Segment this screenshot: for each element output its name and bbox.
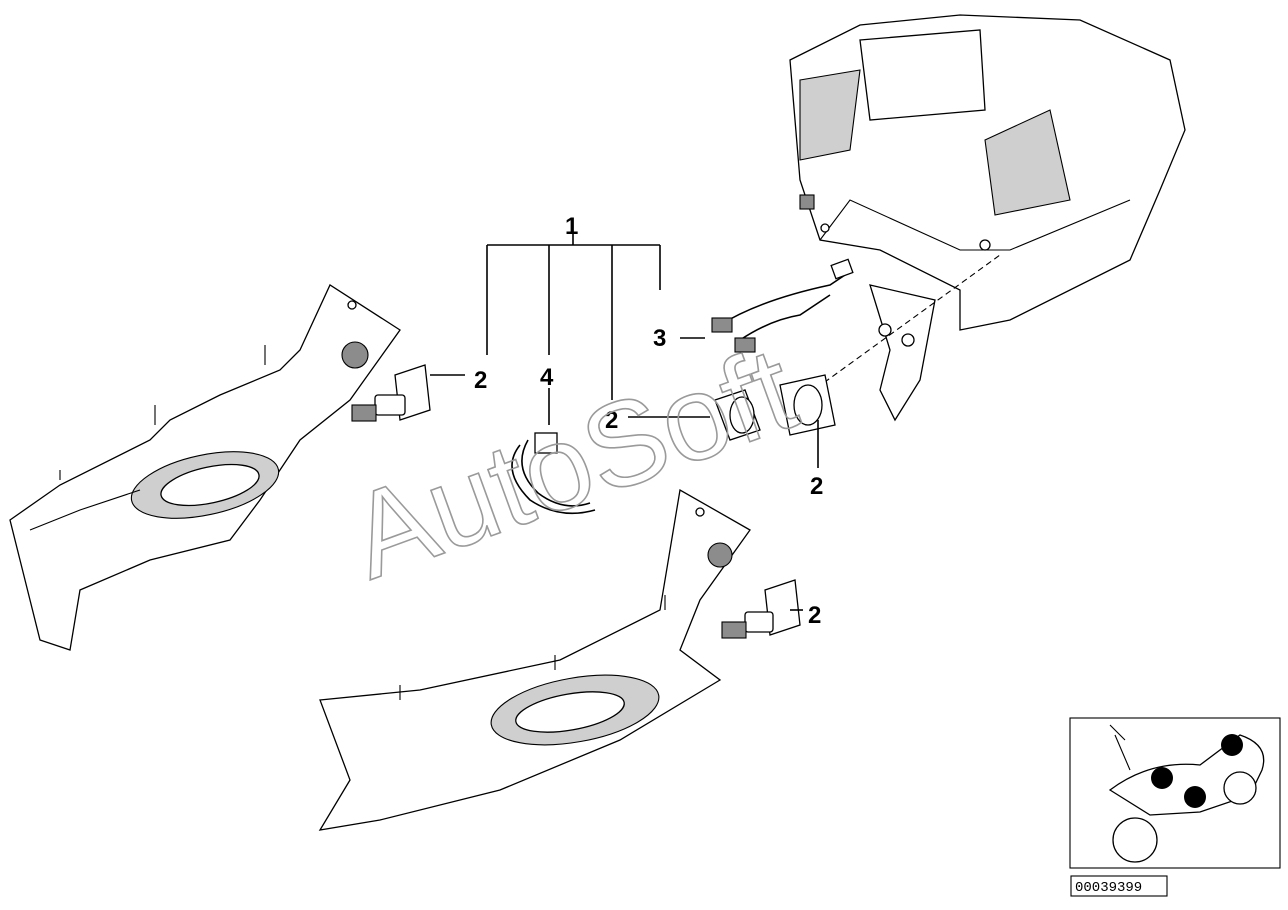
leader-lines	[430, 232, 819, 611]
socket-bracket	[869, 284, 936, 422]
diagram-code-box: 00039399	[1070, 875, 1168, 897]
locator-marker	[1151, 767, 1173, 789]
callout-2-right: 2	[810, 473, 823, 500]
callout-2-lower: 2	[808, 602, 821, 629]
diagram-code: 00039399	[1075, 880, 1142, 896]
socket-right	[779, 374, 836, 436]
socket-center	[714, 389, 761, 441]
lower-fairing-panel	[318, 488, 751, 831]
locator-marker	[1221, 734, 1243, 756]
top-case	[789, 14, 1186, 331]
callout-2-center: 2	[605, 407, 618, 434]
callout-4: 4	[540, 364, 554, 391]
locator-inset	[1069, 717, 1281, 869]
callout-3: 3	[653, 325, 666, 352]
callout-1: 1	[565, 213, 578, 240]
mounting-axis	[799, 254, 1001, 401]
wiring-harness	[711, 258, 854, 353]
left-fairing-panel	[9, 284, 401, 651]
socket-left	[351, 364, 431, 422]
locator-marker	[1184, 786, 1206, 808]
cable-strap	[511, 432, 596, 515]
autosoft-watermark: AutoSoft	[333, 321, 811, 604]
callout-2-left: 2	[474, 367, 487, 394]
socket-lower	[721, 579, 801, 639]
